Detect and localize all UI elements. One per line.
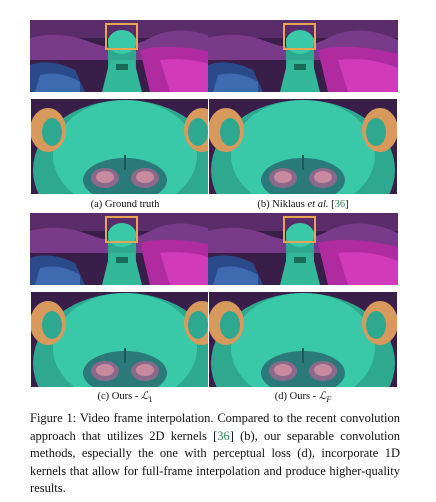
panel-a xyxy=(30,20,220,195)
citation-ref: 36 xyxy=(334,199,346,210)
figure-caption: Figure 1: Video frame interpolation. Com… xyxy=(30,411,401,496)
ground-truth-image xyxy=(30,20,220,195)
citation-ref: 36 xyxy=(217,428,230,443)
niklaus-result-image xyxy=(208,20,398,195)
caption-d: (d) Ours - ℒF xyxy=(274,391,332,405)
caption-c: (c) Ours - ℒ1 xyxy=(97,391,153,405)
panel-c xyxy=(30,213,220,388)
panel-b xyxy=(208,20,398,195)
panel-d xyxy=(208,213,398,388)
ours-l1-image xyxy=(30,213,220,388)
caption-a: (a) Ground truth xyxy=(90,199,160,210)
ours-lf-image xyxy=(208,213,398,388)
caption-b: (b) Niklaus et al. [36] xyxy=(257,199,349,210)
figure-label: Figure 1: xyxy=(30,411,77,425)
